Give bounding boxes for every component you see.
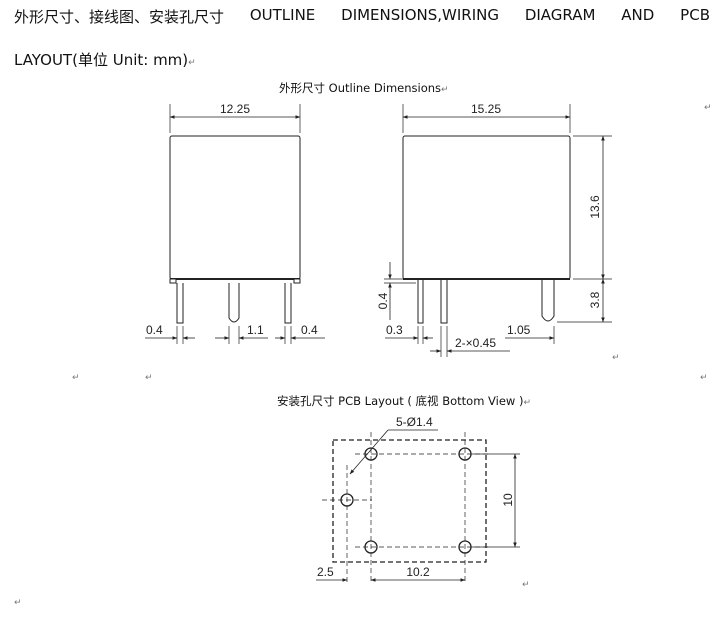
side-pin bbox=[176, 283, 184, 324]
front-pin bbox=[417, 279, 424, 324]
side-pin bbox=[284, 283, 292, 324]
side-width-label: 12.25 bbox=[220, 102, 250, 116]
heading-word: DIMENSIONS,WIRING bbox=[341, 6, 499, 24]
height-label: 13.6 bbox=[588, 195, 602, 219]
front-pin-right-label: 1.05 bbox=[507, 323, 531, 337]
side-view bbox=[145, 104, 325, 344]
front-pin bbox=[440, 279, 448, 324]
paragraph-mark: ↵ bbox=[188, 58, 196, 68]
paragraph-mark: ↵ bbox=[612, 353, 620, 363]
pcb-hole bbox=[458, 447, 472, 461]
heading-layout-text: LAYOUT(单位 Unit: mm) bbox=[14, 51, 189, 69]
pin-length-label: 3.8 bbox=[588, 291, 602, 308]
front-view bbox=[384, 104, 612, 357]
paragraph-mark: ↵ bbox=[14, 598, 22, 608]
heading-cn: 外形尺寸、接线图、安装孔尺寸 bbox=[14, 8, 225, 26]
pcb-layout bbox=[316, 429, 520, 582]
side-view-body bbox=[169, 135, 301, 280]
pcb-outline bbox=[332, 439, 487, 563]
paragraph-mark: ↵ bbox=[72, 373, 80, 383]
outline-caption-text: 外形尺寸 Outline Dimensions bbox=[279, 81, 442, 95]
pcb-col-spacing-label: 10.2 bbox=[406, 565, 430, 579]
pcb-row-spacing-label: 10 bbox=[501, 493, 515, 507]
side-pin-left-label: 0.4 bbox=[146, 323, 163, 337]
pin-offset-label: 0.4 bbox=[376, 292, 390, 309]
heading-word: OUTLINE bbox=[249, 6, 316, 24]
paragraph-mark: ↵ bbox=[522, 580, 530, 590]
heading-word: PCB bbox=[680, 6, 710, 24]
heading-line-1: 外形尺寸、接线图、安装孔尺寸 OUTLINE DIMENSIONS,WIRING… bbox=[14, 6, 710, 27]
side-pin bbox=[228, 283, 240, 323]
front-pin-width-label: 0.3 bbox=[386, 323, 403, 337]
paragraph-mark: ↵ bbox=[700, 373, 708, 383]
paragraph-mark: ↵ bbox=[704, 103, 712, 113]
front-width-label: 15.25 bbox=[471, 102, 501, 116]
front-pin bbox=[541, 279, 555, 322]
pcb-hole bbox=[458, 540, 472, 554]
outline-caption: 外形尺寸 Outline Dimensions↵ bbox=[279, 80, 449, 96]
paragraph-mark: ↵ bbox=[145, 373, 153, 383]
pcb-hole bbox=[364, 447, 378, 461]
side-pin-gap-label: 1.1 bbox=[247, 323, 264, 337]
heading-word: DIAGRAM bbox=[524, 6, 596, 24]
pcb-caption-text: 安装孔尺寸 PCB Layout ( 底视 Bottom View ) bbox=[277, 394, 524, 408]
pcb-holes-label: 5-Ø1.4 bbox=[396, 415, 433, 429]
paragraph-mark: ↵ bbox=[441, 85, 449, 95]
heading-word: AND bbox=[621, 6, 655, 24]
pcb-hole bbox=[340, 493, 354, 507]
side-pin-right-label: 0.4 bbox=[301, 323, 318, 337]
pcb-edge-offset-label: 2.5 bbox=[317, 565, 334, 579]
front-view-body bbox=[402, 135, 571, 280]
paragraph-mark: ↵ bbox=[523, 398, 532, 408]
front-pin-spacing-label: 2-×0.45 bbox=[455, 336, 496, 350]
pcb-hole bbox=[364, 540, 378, 554]
heading-line-2: LAYOUT(单位 Unit: mm)↵ bbox=[14, 49, 196, 70]
pcb-caption: 安装孔尺寸 PCB Layout ( 底视 Bottom View )↵ bbox=[277, 393, 531, 409]
